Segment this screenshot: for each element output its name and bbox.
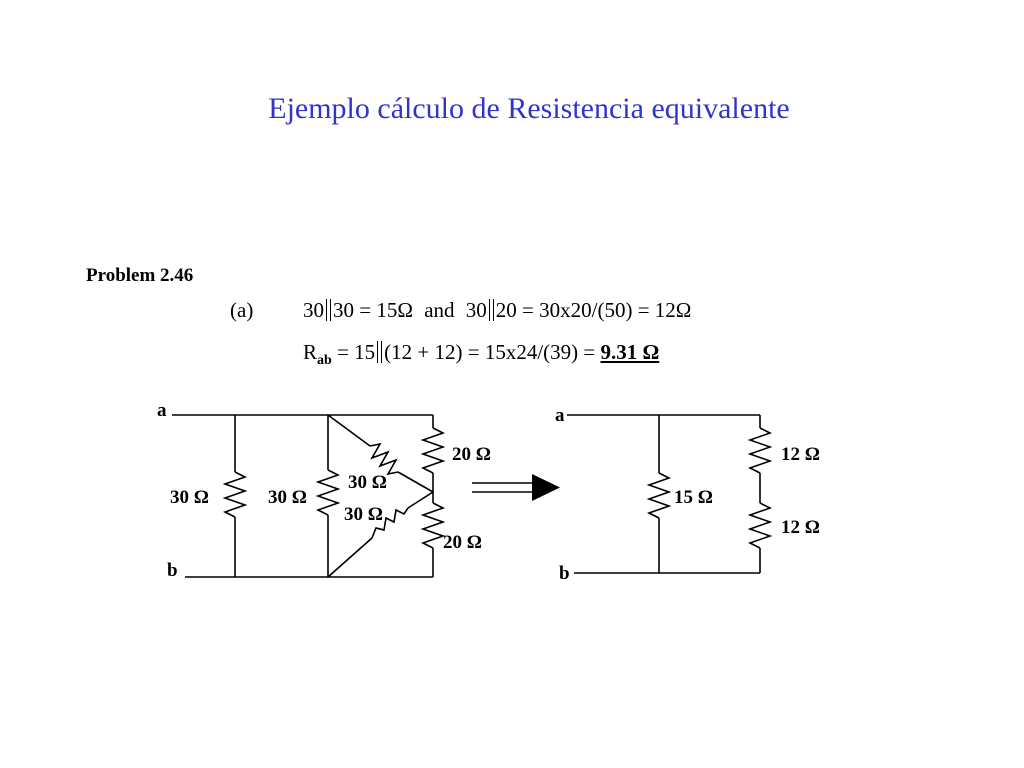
resistor-20-a	[420, 427, 446, 474]
resistor-15	[646, 472, 672, 519]
eq1-term-c: 30	[465, 298, 487, 322]
left-node-b-label: b	[167, 560, 178, 581]
right-node-b-label: b	[559, 563, 570, 584]
left-circuit	[172, 414, 446, 578]
eq1-term-b: 30 = 15Ω	[333, 298, 413, 322]
resistor-30-d	[371, 507, 409, 539]
right-node-a-label: a	[555, 405, 565, 426]
left-r2-label: 30 Ω	[268, 487, 307, 508]
left-wire	[327, 537, 373, 578]
left-wire	[407, 491, 434, 509]
resistor-30-b	[315, 469, 341, 516]
left-r6-label: 20 Ω	[443, 532, 482, 553]
eq1-and: and	[424, 298, 455, 322]
problem-heading: Problem 2.46	[86, 265, 194, 286]
eq1-term-a: 30	[303, 298, 324, 322]
equation-part-label: (a)	[230, 298, 254, 322]
rab-subscript: ab	[317, 353, 332, 368]
parallel-symbol	[377, 341, 383, 363]
parallel-symbol	[326, 299, 331, 321]
right-circuit	[567, 414, 773, 574]
eq2-lhs: = 15	[331, 340, 376, 364]
left-r1-label: 30 Ω	[170, 487, 209, 508]
right-r3-label: 12 Ω	[781, 517, 820, 538]
equivalent-arrow	[472, 474, 560, 501]
resistor-30-c	[369, 442, 399, 476]
resistor-12-a	[747, 427, 773, 474]
rab-symbol: R	[303, 340, 318, 364]
slide-title: Ejemplo cálculo de Resistencia equivalen…	[268, 92, 790, 125]
left-node-a-label: a	[157, 400, 167, 421]
equation-line-1: 30 30 = 15Ω and 30 20 = 30x20/(50) = 12Ω	[303, 298, 691, 323]
left-r5-label: 20 Ω	[452, 444, 491, 465]
equation-line-2: Rab = 15 (12 + 12) = 15x24/(39) = 9.31 Ω	[303, 340, 659, 369]
parallel-symbol	[488, 299, 494, 321]
resistor-20-b	[420, 502, 446, 549]
left-r4-label: 30 Ω	[344, 504, 383, 525]
right-r2-label: 12 Ω	[781, 444, 820, 465]
resistor-30-a	[222, 471, 248, 518]
left-wire	[327, 414, 371, 447]
eq2-result: 9.31 Ω	[600, 340, 660, 364]
eq2-rhs: (12 + 12) = 15x24/(39) =	[384, 340, 601, 364]
resistor-12-b	[747, 502, 773, 549]
left-wire	[397, 471, 434, 493]
right-r1-label: 15 Ω	[674, 487, 713, 508]
eq1-term-d: 20 = 30x20/(50) = 12Ω	[495, 298, 692, 322]
left-r3-label: 30 Ω	[348, 472, 387, 493]
